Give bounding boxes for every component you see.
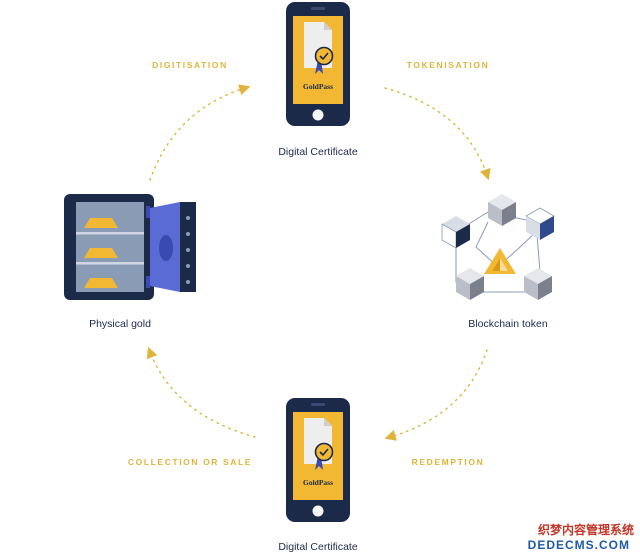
watermark-line1: 织梦内容管理系统 (537, 523, 634, 537)
cube-bottom-left (456, 268, 484, 300)
arrow-digitisation (149, 84, 251, 181)
arrow-tokenisation (384, 87, 491, 181)
left-node-label: Physical gold (89, 318, 151, 330)
arrow-redemption (384, 349, 488, 441)
top-phone-brand: GoldPass (302, 82, 333, 91)
gold-token-triangle (484, 248, 516, 274)
bottom-node-label: Digital Certificate (278, 541, 358, 553)
right-node-label: Blockchain token (468, 318, 548, 330)
vault-icon (64, 194, 196, 300)
bottom-node: GoldPass (286, 398, 350, 522)
cube-top-right (525, 207, 555, 240)
top-node-label: Digital Certificate (278, 146, 358, 158)
cube-top-center (488, 194, 516, 226)
phone-certificate-icon (286, 2, 350, 126)
step-collection-or-sale: COLLECTION OR SALE (127, 457, 253, 467)
step-tokenisation: TOKENISATION (406, 60, 490, 70)
arrow-collection (146, 346, 256, 438)
step-redemption: REDEMPTION (411, 457, 485, 467)
phone-certificate-icon (286, 398, 350, 522)
step-digitisation: DIGITISATION (152, 60, 228, 70)
top-node: GoldPass (286, 2, 350, 126)
cube-top-left (441, 216, 470, 249)
bottom-phone-brand: GoldPass (302, 478, 333, 487)
cube-bottom-right (524, 268, 552, 300)
blockchain-network-icon (441, 194, 555, 300)
watermark-line2: DEDECMS.COM (527, 538, 630, 552)
